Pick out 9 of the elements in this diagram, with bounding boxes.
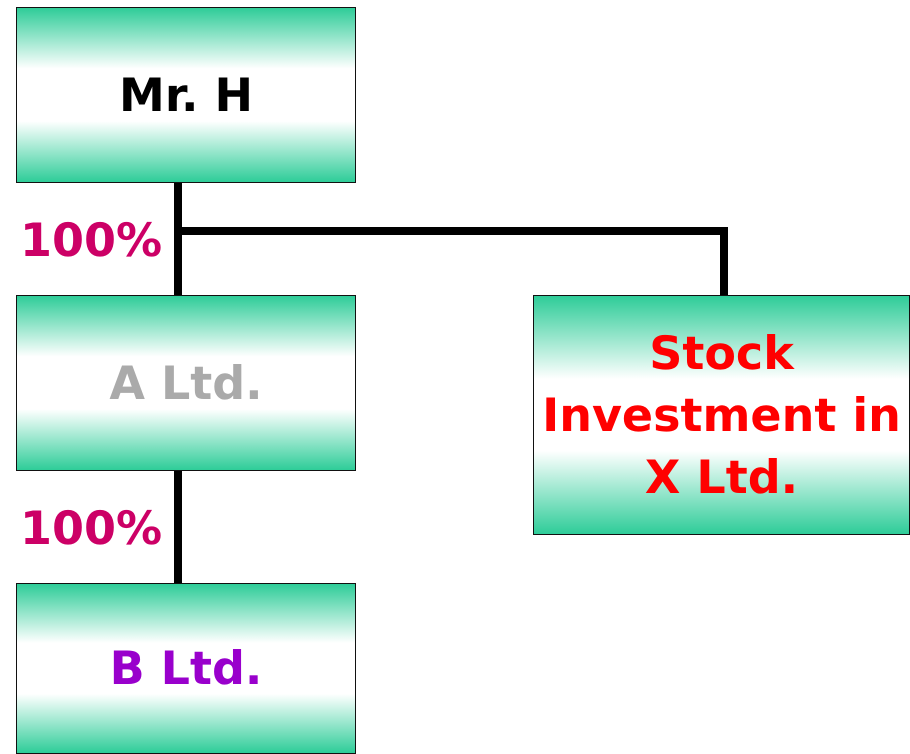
entity-box [533, 295, 910, 535]
entity-box [16, 7, 356, 183]
entity-name: B Ltd. [110, 640, 262, 698]
entity-name: Mr. H [119, 66, 253, 124]
entity-name: Stock Investment in X Ltd. [541, 324, 902, 506]
entity-name: A Ltd. [109, 354, 263, 412]
entity-box [16, 583, 356, 754]
connector-line [174, 471, 182, 583]
entity-box [16, 295, 356, 471]
